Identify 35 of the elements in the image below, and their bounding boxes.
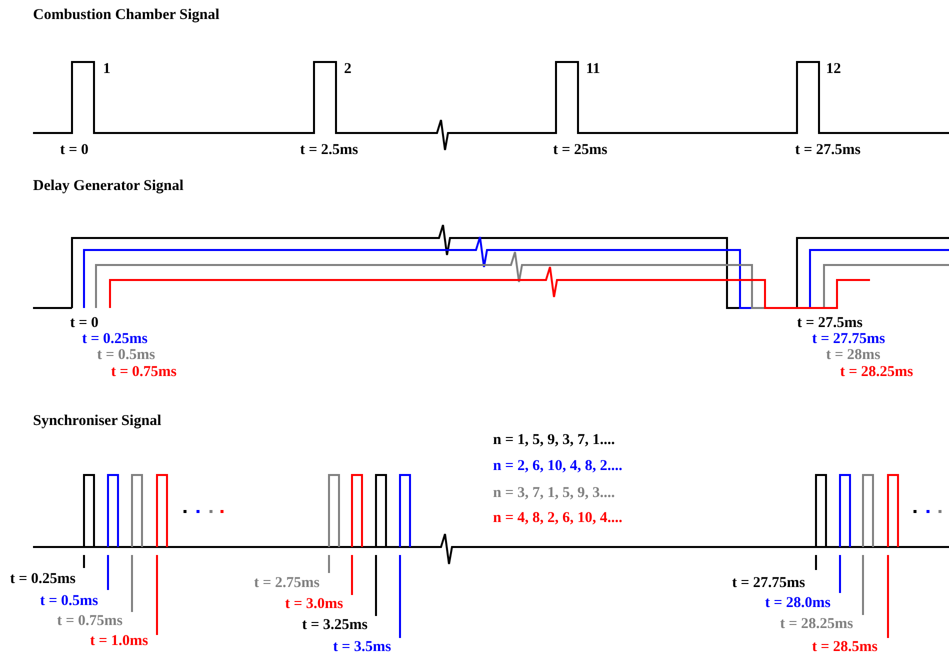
- section-title: Delay Generator Signal: [33, 177, 184, 195]
- sequence-label: n = 2, 6, 10, 4, 8, 2....: [493, 457, 622, 475]
- time-label: t = 0.5ms: [40, 592, 98, 610]
- time-label: t = 0: [60, 141, 89, 159]
- time-label: t = 28ms: [826, 346, 880, 364]
- time-label: t = 0.5ms: [97, 346, 156, 364]
- time-label: t = 27.75ms: [732, 574, 806, 592]
- time-label: t = 25ms: [553, 141, 608, 159]
- section-title: Synchroniser Signal: [33, 412, 162, 430]
- time-label: t = 28.0ms: [765, 594, 831, 612]
- sequence-label: n = 4, 8, 2, 6, 10, 4....: [493, 509, 622, 527]
- time-label: t = 0.25ms: [82, 330, 148, 348]
- time-label: t = 28.5ms: [812, 638, 878, 656]
- time-label: t = 27.5ms: [797, 314, 863, 332]
- sequence-label: n = 1, 5, 9, 3, 7, 1....: [493, 431, 615, 449]
- pulse-number: 11: [586, 60, 600, 78]
- time-label: t = 27.75ms: [812, 330, 886, 348]
- pulse-number: 2: [344, 60, 352, 78]
- time-label: t = 28.25ms: [780, 615, 854, 633]
- time-label: t = 2.5ms: [300, 141, 358, 159]
- time-label: t = 1.0ms: [90, 632, 148, 650]
- sequence-label: n = 3, 7, 1, 5, 9, 3....: [493, 484, 615, 502]
- time-label: t = 0.75ms: [111, 363, 177, 381]
- time-label: t = 3.0ms: [285, 595, 344, 613]
- time-label: t = 28.25ms: [840, 363, 914, 381]
- time-label: t = 2.75ms: [254, 574, 320, 592]
- time-label: t = 27.5ms: [795, 141, 861, 159]
- time-label: t = 3.25ms: [302, 616, 368, 634]
- section-title: Combustion Chamber Signal: [33, 6, 220, 24]
- time-label: t = 0: [70, 314, 99, 332]
- time-label: t = 0.25ms: [10, 570, 76, 588]
- pulse-number: 12: [826, 60, 841, 78]
- time-label: t = 0.75ms: [57, 612, 123, 630]
- pulse-number: 1: [103, 60, 110, 78]
- time-label: t = 3.5ms: [333, 638, 392, 656]
